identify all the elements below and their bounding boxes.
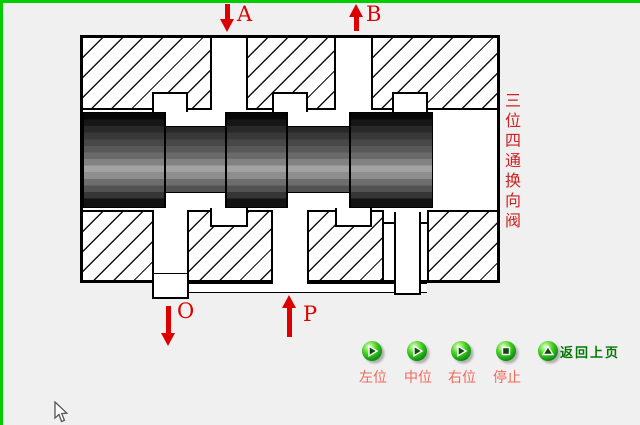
spool-neck1-top-gap	[166, 112, 225, 127]
up-arrow-icon	[541, 345, 555, 356]
spool-land1-edge	[164, 112, 166, 208]
caption-char: 阀	[504, 211, 521, 230]
port-o-label: O	[177, 299, 195, 323]
port-b-arrowhead-icon	[349, 4, 363, 17]
spool-land3-edge	[349, 112, 351, 208]
middle-position-button[interactable]	[407, 341, 427, 361]
valve-bottom-block-1	[83, 210, 154, 280]
pressure-pipe	[187, 283, 427, 293]
port-a-arrowhead-icon	[220, 19, 234, 32]
caption-char: 四	[504, 131, 521, 150]
port-p-arrowhead-icon	[282, 295, 296, 308]
caption-char: 位	[504, 111, 521, 130]
spool-land2-left-edge	[225, 112, 227, 208]
caption-char: 通	[504, 151, 521, 170]
stop-label: 停止	[493, 370, 521, 386]
port-p-channel	[273, 212, 307, 291]
frame-top-edge	[0, 0, 640, 3]
play-icon	[457, 344, 468, 358]
valve-top-block-right	[371, 38, 497, 110]
left-position-label: 左位	[359, 370, 387, 386]
play-icon	[413, 344, 424, 358]
valve-spool	[83, 112, 433, 208]
right-position-label: 右位	[448, 370, 476, 386]
stop-icon	[501, 346, 511, 356]
port-o-tube	[152, 273, 189, 299]
middle-position-label: 中位	[404, 370, 432, 386]
diagram-caption: 三 位 四 通 换 向 阀	[503, 91, 523, 231]
port-a-arrow-icon	[225, 4, 230, 20]
port-a-label: A	[237, 2, 253, 26]
valve-top-block-left	[83, 38, 212, 110]
stop-button[interactable]	[496, 341, 516, 361]
port-o-arrow-icon	[166, 306, 171, 334]
caption-char: 向	[504, 191, 521, 210]
bore-groove-top-2	[272, 92, 308, 112]
bore-groove-bottom-2	[335, 208, 372, 227]
port-o-arrowhead-icon	[161, 333, 175, 346]
bore-groove-bottom-1	[210, 208, 248, 227]
right-position-button[interactable]	[451, 341, 471, 361]
spool-neck2-bottom-gap	[288, 192, 349, 208]
spool-neck2-top-gap	[288, 112, 349, 127]
return-to-previous-page-label[interactable]: 返回上页	[560, 346, 621, 361]
valve-bottom-block-4	[427, 210, 497, 280]
frame-left-edge	[0, 0, 3, 425]
port-p-arrow-icon	[287, 306, 292, 337]
port-p-label: P	[303, 302, 318, 326]
caption-char: 换	[504, 171, 521, 190]
left-position-button[interactable]	[362, 341, 382, 361]
spool-neck1-bottom-gap	[166, 192, 225, 208]
return-channel-tube	[394, 212, 421, 295]
return-button[interactable]	[538, 341, 558, 361]
port-b-arrow-icon	[354, 15, 359, 31]
bore-groove-top-3	[392, 92, 428, 112]
play-icon	[368, 344, 379, 358]
caption-char: 三	[504, 91, 521, 110]
bore-groove-top-1	[152, 92, 188, 112]
spool-land2-right-edge	[286, 112, 288, 208]
port-b-label: B	[366, 2, 382, 26]
mouse-cursor-icon	[54, 401, 69, 423]
